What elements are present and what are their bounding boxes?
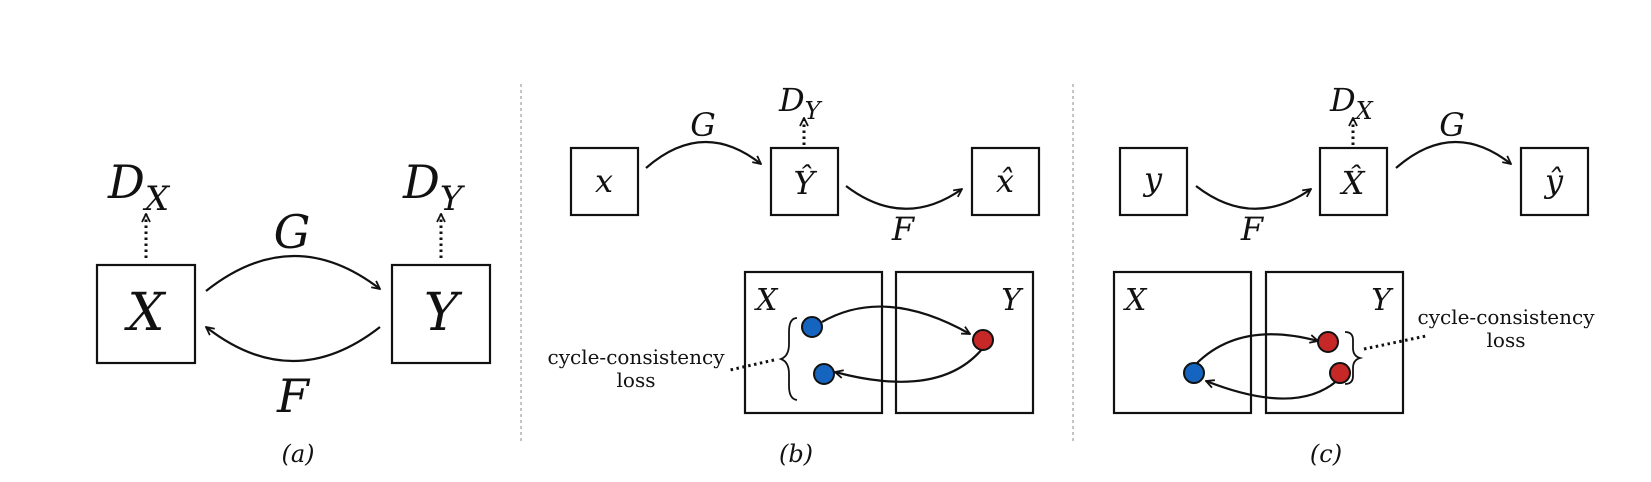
- map-f-label: F: [276, 369, 311, 423]
- disc-x-label-c: DX: [1329, 81, 1374, 125]
- node-xhat-big-box: [1318, 146, 1389, 217]
- domain-y-box-c: [1264, 270, 1405, 415]
- node-y-label: Y: [424, 283, 463, 343]
- loss-line1-c: cycle-consistency: [1418, 305, 1596, 329]
- loss-line1-b: cycle-consistency: [548, 345, 726, 369]
- loss-line2-c: loss: [1487, 328, 1526, 352]
- domain-x-box-b: [743, 270, 884, 415]
- node-yhat-small-label: ŷ: [1543, 162, 1564, 200]
- domain-y-label-c: Y: [1371, 283, 1394, 318]
- loss-brace-c: [1344, 331, 1364, 385]
- reconstructed-point-b: [813, 363, 835, 385]
- node-xhat-big-label: X̂: [1339, 164, 1366, 202]
- domain-x-label-c: X: [1123, 283, 1148, 318]
- disc-x-main: D: [107, 155, 145, 209]
- node-yhat-label: Ŷ: [793, 164, 817, 202]
- disc-main-b: D: [778, 81, 805, 119]
- node-xhat-label: x̂: [996, 162, 1014, 200]
- domain-x-box-c: [1112, 270, 1253, 415]
- reconstructed-point-c: [1329, 362, 1351, 384]
- node-xhat-box: [970, 146, 1041, 217]
- backward-arc-c: [1206, 376, 1342, 400]
- domain-y-box-b: [894, 270, 1035, 415]
- map-g-label: G: [274, 205, 311, 259]
- map-g-label-b: G: [690, 106, 716, 144]
- node-yhat-small-box: [1519, 146, 1590, 217]
- node-x-label: X: [123, 283, 166, 343]
- panel-a: X Y DX DY G F (a): [95, 155, 492, 468]
- domain-x-label-b: X: [754, 283, 779, 318]
- disc-main-c: D: [1329, 81, 1356, 119]
- node-y-small-box: [1118, 146, 1189, 217]
- caption-c: (c): [1310, 440, 1342, 468]
- disc-sub-b: Y: [805, 97, 823, 125]
- disc-x-sub: X: [142, 179, 171, 219]
- source-point-b: [801, 316, 823, 338]
- map-g-label-c: G: [1439, 106, 1465, 144]
- caption-a: (a): [281, 440, 314, 468]
- node-x-small-label: x: [595, 162, 613, 200]
- node-y-box: [390, 263, 492, 365]
- disc-x-label: DX: [107, 155, 171, 219]
- forward-arc-c: [1195, 333, 1318, 365]
- map-g-arc-b: [645, 140, 761, 169]
- disc-y-main: D: [402, 155, 440, 209]
- disc-y-label-b: DY: [778, 81, 823, 125]
- mapped-point-b: [972, 329, 994, 351]
- node-x-box: [95, 263, 197, 365]
- map-f-arc: [206, 327, 381, 362]
- node-x-small-box: [569, 146, 640, 217]
- map-g-arc-c: [1395, 140, 1511, 169]
- node-yhat-box: [769, 146, 840, 217]
- map-f-label-b: F: [891, 210, 916, 248]
- node-y-small-label: y: [1142, 160, 1163, 198]
- mapped-point-c: [1317, 331, 1339, 353]
- panel-c: y X̂ ŷ DX F G X Y cycle-consi: [1112, 81, 1596, 468]
- panel-b: x Ŷ x̂ DY G F X Y cycle-consi: [548, 81, 1041, 468]
- map-f-label-c: F: [1240, 210, 1265, 248]
- source-point-c: [1183, 362, 1205, 384]
- loss-pointer-b: [729, 358, 775, 372]
- loss-brace-b: [778, 317, 798, 401]
- caption-b: (b): [779, 440, 813, 468]
- loss-pointer-c: [1363, 334, 1427, 351]
- map-g-arc: [205, 254, 380, 292]
- backward-arc-b: [835, 347, 984, 383]
- forward-arc-b: [821, 305, 970, 334]
- map-f-arc-c: [1195, 185, 1311, 210]
- domain-y-label-b: Y: [1001, 283, 1024, 318]
- disc-y-label: DY: [402, 155, 466, 219]
- disc-sub-c: X: [1354, 97, 1374, 125]
- loss-line2-b: loss: [617, 368, 656, 392]
- disc-y-sub: Y: [440, 179, 466, 219]
- map-f-arc-b: [845, 185, 962, 210]
